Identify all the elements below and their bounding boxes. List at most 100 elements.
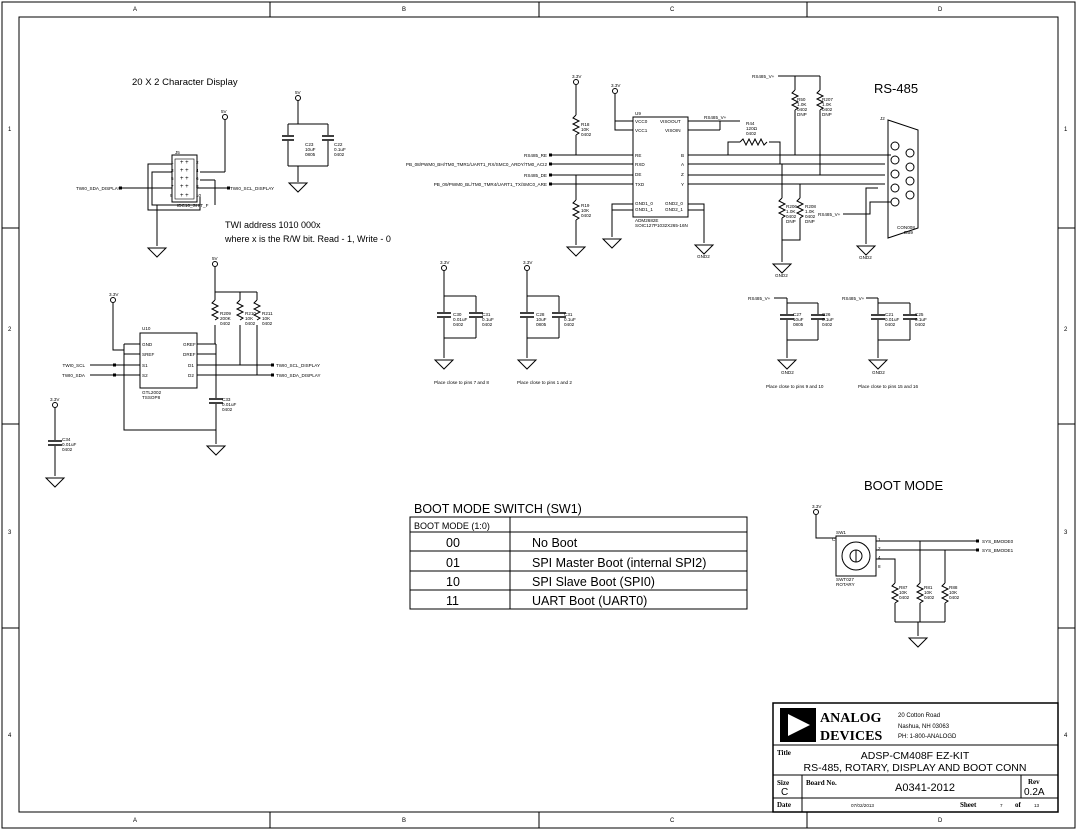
sw1-type: ROTARY (836, 582, 855, 587)
cap-value: 0.01uF (885, 317, 899, 322)
boot-desc: UART Boot (UART0) (532, 594, 647, 608)
company-name-2: DEVICES (820, 729, 882, 744)
cap-ref: C21 (885, 312, 894, 317)
boot-mode-switch: BOOT MODE 3.3V C SW1 SWT027 ROTARY 1 2 4… (812, 478, 1014, 648)
cap-ref: C31 (564, 312, 573, 317)
pin-name: S2 (142, 373, 148, 378)
cap-value: 0.1uF (334, 147, 346, 152)
twi-note-1: TWI address 1010 000x (225, 220, 321, 230)
placement-note: Place close to pins 15 and 16 (858, 384, 918, 389)
size-label: Size (777, 779, 789, 787)
net-label-twi0-scl: TWI0_SCL (63, 363, 86, 368)
boot-table-header: BOOT MODE (1:0) (414, 521, 490, 531)
power-label: RS485_V+ (842, 296, 865, 301)
res-pkg: 0402 (262, 321, 273, 326)
placement-note: Place close to pins 7 and 8 (434, 380, 489, 385)
res-pkg: 0402 (924, 595, 935, 600)
res-pkg: 0402 (581, 213, 592, 218)
pin-name: B (681, 153, 684, 158)
switch-pin: 1 (878, 537, 881, 542)
res-pkg: 0402 (581, 132, 592, 137)
cap-value: 0.1uF (822, 317, 834, 322)
pin: 10 (196, 193, 202, 198)
cap-value: 10uF (536, 317, 547, 322)
row-label-3-right: 3 (1064, 530, 1068, 536)
board-number: A0341-2012 (895, 782, 955, 794)
sheet-label: Sheet (960, 801, 977, 809)
decoupling-group-1: 3.3V C30 0.01uF 0402 C31 0.1uF 0402 Plac… (433, 260, 494, 385)
res-pkg: 0402 (220, 321, 231, 326)
dnp-label: DNP (822, 112, 832, 117)
net-label-scl-display: TWI0_SCL_DISPLAY (230, 186, 274, 191)
pin-name: RXD (635, 162, 645, 167)
j5-connector (171, 154, 198, 203)
pin-name: GND2_1 (665, 207, 683, 212)
res-ref: R87 (899, 585, 908, 590)
decoupling-group-4: RS485_V+ GND2 C21 0.01uF 0402 C25 0.1uF … (842, 296, 927, 389)
power-label: RS485_V+ (748, 296, 771, 301)
title-line-1: ADSP-CM408F EZ-KIT (861, 750, 970, 762)
cap-ref: C25 (915, 312, 924, 317)
sheet-total: 13 (1034, 803, 1040, 808)
u9-pkg: SOIC127P1032X265-16N (635, 223, 688, 228)
cap-pkg: 0402 (222, 407, 233, 412)
cap-ref: C26 (822, 312, 831, 317)
power-label: 5V (221, 109, 228, 114)
pin-name: Y (681, 182, 684, 187)
boot-code: 01 (446, 556, 460, 570)
cap-value: 0.1uF (482, 317, 494, 322)
res-ref: R44 (746, 121, 755, 126)
pin-name: VCC1 (635, 128, 648, 133)
pin-name: GND1_1 (635, 207, 653, 212)
res-ref: R19 (581, 203, 590, 208)
size-value: C (781, 787, 788, 798)
col-label-b-top: B (402, 7, 406, 13)
board-label: Board No. (806, 779, 837, 787)
pin: 9 (170, 193, 173, 198)
cap-value: 0.01uF (222, 402, 236, 407)
border-labels: A B C D A B C D 1 2 3 4 1 2 3 4 (8, 7, 1068, 824)
res-value: 1.0K (797, 102, 807, 107)
pin: 7 (171, 184, 174, 189)
pin-name: VISOOUT (660, 119, 681, 124)
cap-value: 0.01uF (62, 442, 76, 447)
res-pkg: 0402 (797, 107, 808, 112)
cap-value: 0.1uF (564, 317, 576, 322)
power-label: 3.3V (440, 260, 450, 265)
net-label-sda-display: TWI0_SDA_DISPLAY (276, 373, 321, 378)
row-label-1-left: 1 (8, 127, 12, 133)
pin: 1 (171, 160, 174, 165)
pin-name: D2 (188, 373, 194, 378)
res-value: 200K (220, 316, 232, 321)
u9-part: ADM2682E (635, 218, 659, 223)
res-value: 10K (949, 590, 958, 595)
u10-chip (139, 332, 198, 389)
net-label-bmode0: SYS_BMODE0 (982, 539, 1014, 544)
res-value: 10K (581, 208, 590, 213)
res-pkg: 0402 (899, 595, 910, 600)
cap-value: 10uF (793, 317, 804, 322)
res-ref: R18 (581, 122, 590, 127)
res-ref: R210 (245, 311, 256, 316)
pin: 2 (196, 160, 199, 165)
cap-pkg: 0402 (62, 447, 73, 452)
res-value: 10K (245, 316, 254, 321)
cap-ref: C23 (305, 142, 314, 147)
j5-ref: J5 (175, 150, 180, 155)
title-block: ANALOG DEVICES 20 Cotton Road Nashua, NH… (772, 702, 1059, 813)
pin-name: Z (681, 172, 684, 177)
address-line-1: 20 Cotton Road (898, 713, 940, 719)
gnd2-label: GND2 (859, 255, 872, 260)
row-label-3-left: 3 (8, 530, 12, 536)
col-label-b-bottom: B (402, 818, 406, 824)
boot-table-title: BOOT MODE SWITCH (SW1) (414, 502, 582, 516)
address-line-2: Nashua, NH 03063 (898, 724, 950, 730)
cap-ref: C22 (334, 142, 343, 147)
power-label: 5V (295, 90, 302, 95)
res-ref: R206 (786, 204, 797, 209)
dnp-label: DNP (797, 112, 807, 117)
row-label-2-left: 2 (8, 327, 12, 333)
db9-connector (887, 119, 919, 239)
u10-pkg: TSSOP8 (142, 395, 161, 400)
u9-chip (632, 116, 689, 218)
